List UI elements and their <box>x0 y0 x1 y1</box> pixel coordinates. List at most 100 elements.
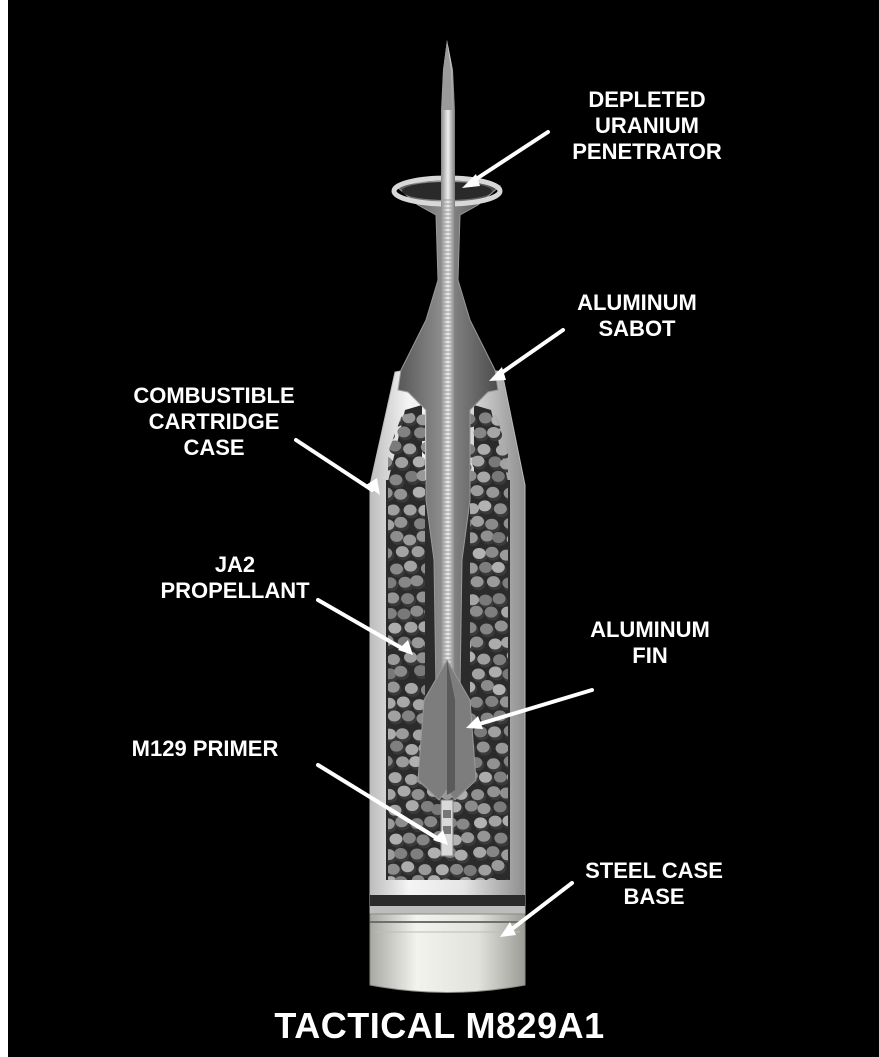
propellant-grain <box>486 487 499 498</box>
propellant-grain <box>479 412 492 423</box>
propellant-grain <box>493 593 506 604</box>
propellant-grain <box>413 456 426 467</box>
propellant-grain <box>471 516 484 527</box>
propellant-grain <box>387 654 400 665</box>
label-aluminum-fin: ALUMINUM FIN <box>565 617 735 669</box>
propellant-grain <box>396 756 409 767</box>
label-steel-case-base: STEEL CASE BASE <box>564 858 744 910</box>
propellant-grain <box>477 742 490 753</box>
propellant-grain <box>404 505 417 516</box>
propellant-grain <box>478 803 491 814</box>
propellant-grain <box>456 819 469 830</box>
propellant-grain <box>387 864 400 875</box>
propellant-grain <box>473 548 486 559</box>
propellant-grain <box>394 517 407 528</box>
propellant-grain <box>406 800 419 811</box>
propellant-grain <box>450 864 463 875</box>
propellant-grain <box>494 801 507 812</box>
propellant-grain <box>487 786 500 797</box>
propellant-grain <box>470 697 483 708</box>
propellant-grain <box>389 474 402 485</box>
propellant-grain <box>387 504 400 515</box>
propellant-grain <box>487 576 500 587</box>
propellant-grain <box>485 519 498 530</box>
propellant-grain <box>494 771 507 782</box>
propellant-grain <box>478 865 491 876</box>
label-combustible-cartridge-case: COMBUSTIBLE CARTRIDGE CASE <box>114 383 314 461</box>
propellant-grain <box>465 800 478 811</box>
propellant-grain <box>470 637 483 648</box>
label-ja2-propellant: JA2 PROPELLANT <box>148 552 322 604</box>
propellant-grain <box>494 503 507 514</box>
label-m129-primer: M129 PRIMER <box>100 736 310 762</box>
propellant-grain <box>410 575 423 586</box>
propellant-grain <box>403 534 416 545</box>
propellant-grain <box>485 547 498 558</box>
propellant-grain <box>455 850 468 861</box>
propellant-grain <box>403 443 416 454</box>
propellant-grain <box>492 532 505 543</box>
propellant-grain <box>492 471 505 482</box>
propellant-grain <box>403 833 416 844</box>
propellant-grain <box>404 622 417 633</box>
propellant-grain <box>394 666 407 677</box>
propellant-grain <box>477 471 490 482</box>
propellant-grain <box>486 846 499 857</box>
label-aluminum-sabot: ALUMINUM SABOT <box>552 290 722 342</box>
propellant-grain <box>402 710 415 721</box>
propellant-grain <box>477 444 490 455</box>
propellant-grain <box>471 485 484 496</box>
propellant-grain <box>477 654 490 665</box>
propellant-grain <box>471 576 484 587</box>
propellant-grain <box>485 696 498 707</box>
propellant-grain <box>413 487 426 498</box>
propellant-grain <box>388 623 401 634</box>
propellant-grain <box>493 654 506 665</box>
propellant-grain <box>479 772 492 783</box>
propellant-grain <box>487 427 500 438</box>
steel-case-base <box>370 914 525 993</box>
propellant-grain <box>418 864 431 875</box>
propellant-grain <box>410 848 423 859</box>
propellant-grain <box>479 562 492 573</box>
propellant-grain <box>412 789 425 800</box>
propellant-grain <box>436 864 449 875</box>
propellant-grain <box>397 696 410 707</box>
propellant-grain <box>388 711 401 722</box>
propellant-grain <box>398 786 411 797</box>
propellant-grain <box>390 564 403 575</box>
propellant-grain <box>489 456 502 467</box>
propellant-grain <box>387 682 400 693</box>
propellant-grain <box>472 669 485 680</box>
propellant-grain <box>485 607 498 618</box>
propellant-grain <box>410 606 423 617</box>
propellant-grain <box>493 684 506 695</box>
propellant-grain <box>404 561 417 572</box>
propellant-grain <box>428 847 441 858</box>
propellant-grain <box>405 471 418 482</box>
propellant-grain <box>405 683 418 694</box>
propellant-grain <box>471 789 484 800</box>
propellant-grain <box>399 577 412 588</box>
propellant-grain <box>489 667 502 678</box>
propellant-grain <box>396 546 409 557</box>
propellant-grain <box>401 861 414 872</box>
propellant-grain <box>405 744 418 755</box>
propellant-grain <box>488 726 501 737</box>
propellant-grain <box>397 426 410 437</box>
propellant-grain <box>390 531 403 542</box>
propellant-grain <box>489 638 502 649</box>
propellant-grain <box>473 847 486 858</box>
propellant-grain <box>481 531 494 542</box>
propellant-grain <box>492 562 505 573</box>
propellant-grain <box>480 623 493 634</box>
propellant-grain <box>481 680 494 691</box>
label-depleted-uranium-penetrator: DEPLETED URANIUM PENETRATOR <box>554 87 740 165</box>
propellant-grain <box>496 743 509 754</box>
propellant-grain <box>495 621 508 632</box>
propellant-grain <box>394 489 407 500</box>
propellant-grain <box>397 609 410 620</box>
propellant-grain <box>401 593 414 604</box>
